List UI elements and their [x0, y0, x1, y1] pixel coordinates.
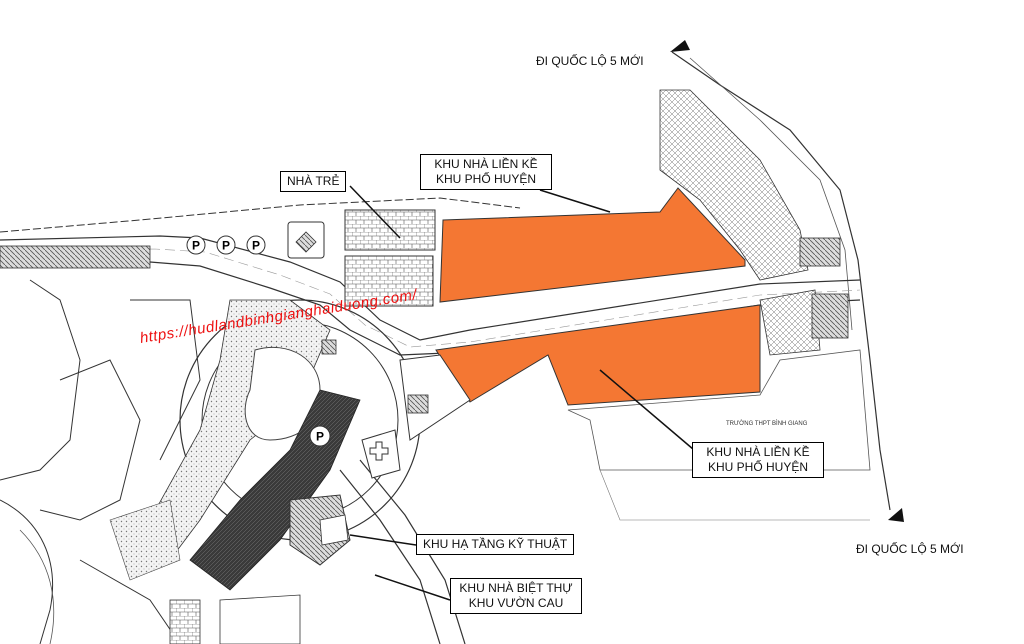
building-icon: [407, 394, 429, 414]
parking-icon: [309, 425, 331, 447]
parking-icon: [186, 235, 206, 255]
leader-line: [349, 185, 401, 239]
parking-label: P: [222, 239, 230, 253]
parking-label: P: [252, 239, 260, 253]
label-ql5-top: ĐI QUỐC LỘ 5 MỚI: [536, 54, 644, 68]
parking-label: P: [192, 239, 200, 253]
label-school: TRƯỜNG THPT BÌNH GIANG: [726, 421, 808, 427]
direction-arrow-icon: [670, 40, 690, 52]
label-ql5-bottom: ĐI QUỐC LỘ 5 MỚI: [856, 542, 964, 556]
medical-cross-icon: [369, 441, 389, 461]
label-lien-ke-top: KHU NHÀ LIỀN KỀ KHU PHỐ HUYỆN: [420, 154, 552, 190]
leader-line: [599, 369, 701, 456]
building-icon: [295, 231, 317, 253]
east-crosshatch-zone: [659, 89, 809, 281]
zone-lien-ke-top: [439, 187, 746, 303]
label-ha-tang: KHU HẠ TẦNG KỸ THUẬT: [416, 534, 575, 555]
boundary-line: [0, 197, 521, 233]
nha-tre-block-bottom: [344, 255, 434, 307]
direction-arrow-icon: [888, 508, 904, 522]
leader-line: [539, 189, 611, 213]
nha-tre-block-top: [344, 209, 436, 251]
school-site: [567, 349, 871, 471]
leader-line: [349, 534, 417, 546]
label-lien-ke-right: KHU NHÀ LIỀN KỀ KHU PHỐ HUYỆN: [692, 442, 824, 478]
leader-line: [374, 574, 451, 601]
parking-icon: [246, 235, 266, 255]
parking-icon: [216, 235, 236, 255]
ha-tang-block: [289, 494, 351, 566]
label-nha-tre: NHÀ TRẺ: [280, 171, 347, 192]
label-biet-thu: KHU NHÀ BIỆT THỰ KHU VƯỜN CAU: [450, 578, 582, 614]
parking-label: P: [316, 430, 324, 444]
zone-lien-ke-bottom: [435, 304, 761, 406]
east-road-edge: [671, 51, 891, 511]
